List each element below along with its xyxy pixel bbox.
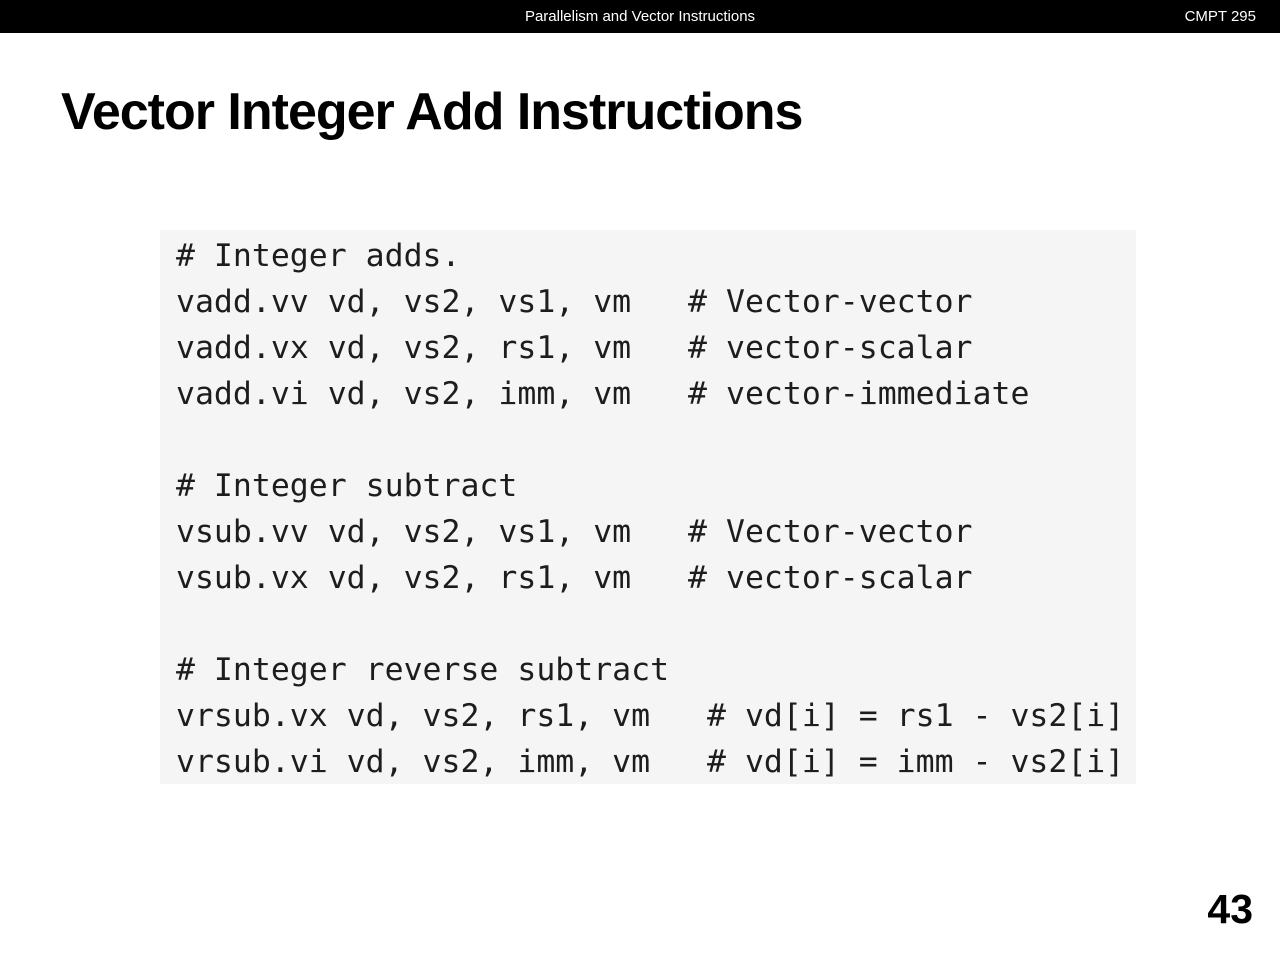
code-line-vrsub-vx: vrsub.vx vd, vs2, rs1, vm # vd[i] = rs1 … [176, 698, 1125, 734]
code-line-comment-rev-subtract: # Integer reverse subtract [176, 652, 670, 688]
code-line-comment-adds: # Integer adds. [176, 238, 461, 274]
code-block: # Integer adds. vadd.vv vd, vs2, vs1, vm… [160, 230, 1136, 784]
code-line-vadd-vi: vadd.vi vd, vs2, imm, vm # vector-immedi… [176, 376, 1030, 412]
page-title: Vector Integer Add Instructions [61, 83, 803, 141]
code-line-comment-subtract: # Integer subtract [176, 468, 518, 504]
code-line-vsub-vv: vsub.vv vd, vs2, vs1, vm # Vector-vector [176, 514, 973, 550]
code-line-vrsub-vi: vrsub.vi vd, vs2, imm, vm # vd[i] = imm … [176, 744, 1125, 780]
slide-header-bar: Parallelism and Vector Instructions CMPT… [0, 0, 1280, 33]
code-line-blank-1 [176, 417, 1136, 463]
code-line-vsub-vx: vsub.vx vd, vs2, rs1, vm # vector-scalar [176, 560, 973, 596]
header-course-code: CMPT 295 [1184, 8, 1256, 25]
code-line-vadd-vv: vadd.vv vd, vs2, vs1, vm # Vector-vector [176, 284, 973, 320]
page-number: 43 [1207, 886, 1253, 932]
header-title: Parallelism and Vector Instructions [524, 8, 756, 25]
code-line-blank-2 [176, 601, 1136, 647]
code-line-vadd-vx: vadd.vx vd, vs2, rs1, vm # vector-scalar [176, 330, 973, 366]
